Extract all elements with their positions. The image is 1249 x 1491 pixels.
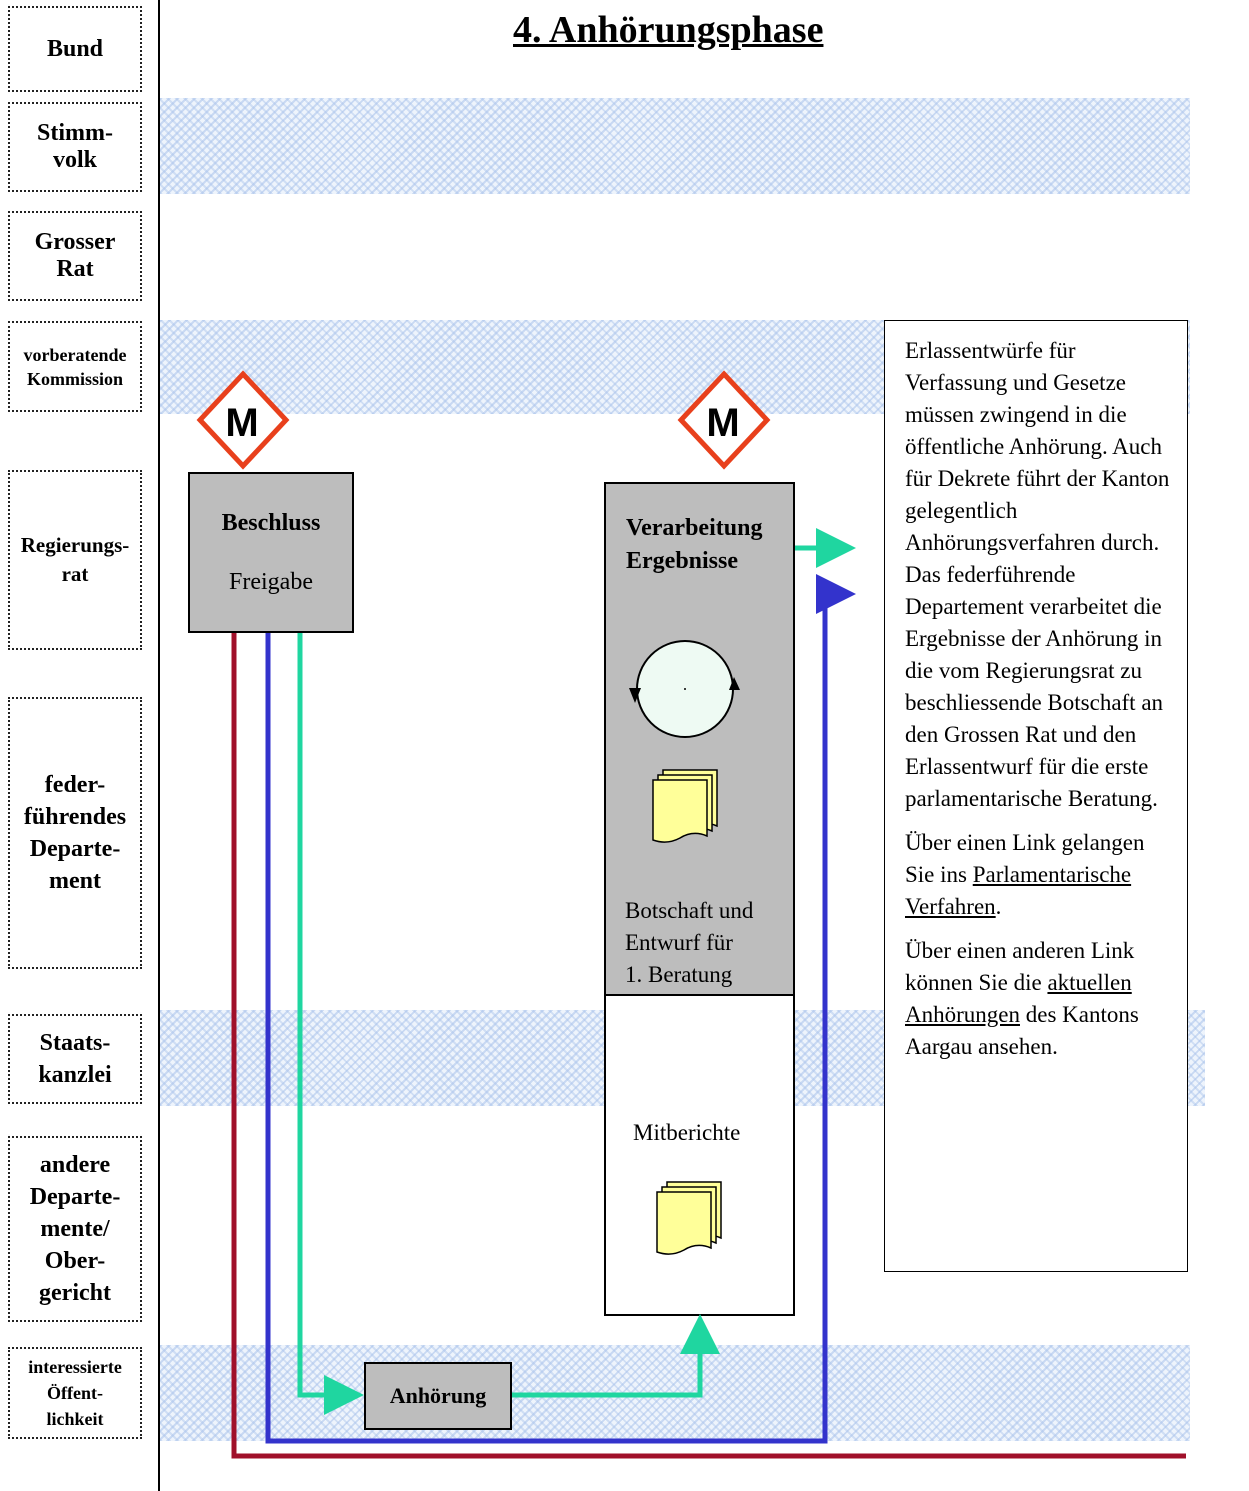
cycle-icon <box>629 640 740 738</box>
verarbeitung-doc-line3: 1. Beratung <box>625 962 733 987</box>
lane-label: Departe- <box>29 1184 121 1210</box>
lane-label: Kommission <box>26 368 123 389</box>
info-paragraph-2: Über einen Link gelangen Sie ins Parlame… <box>905 827 1171 923</box>
lane-label: Staats- <box>39 1030 111 1056</box>
lane-label: rat <box>61 562 89 586</box>
lane-label: lichkeit <box>46 1409 104 1429</box>
milestone-diamond-icon[interactable]: M <box>196 370 290 470</box>
lane-stimmvolk: Stimm-volk <box>8 102 142 192</box>
lane-bund: Bund <box>8 6 142 92</box>
info-text: Über einen anderen Link können Sie die <box>905 938 1135 995</box>
verarbeitung-doc-line1: Botschaft und <box>625 898 754 923</box>
link-aktuelle-anhoerungen[interactable]: aktuellen Anhörungen <box>905 970 1132 1027</box>
lane-label: andere <box>39 1152 111 1178</box>
lane-label: führendes <box>23 804 127 830</box>
document-stack-icon <box>652 769 718 843</box>
info-paragraph-3: Über einen anderen Link können Sie die a… <box>905 935 1171 1063</box>
lane-label: vorberatende <box>23 344 127 365</box>
lane-label: Grosser <box>34 229 116 255</box>
lane-label: interessierte <box>28 1357 122 1377</box>
mitberichte-box[interactable]: Mitberichte <box>604 994 795 1316</box>
verarbeitung-box[interactable]: Verarbeitung Ergebnisse Botschaft und En… <box>604 482 795 996</box>
lane-label: ment <box>49 868 101 894</box>
beschluss-title: Beschluss <box>221 510 321 536</box>
blue-connector <box>265 574 856 1444</box>
verarbeitung-title-line1: Verarbeitung <box>626 515 763 541</box>
info-text: Über einen Link gelangen Sie ins <box>905 830 1145 887</box>
lane-staatskanzlei: Staats-kanzlei <box>8 1014 142 1104</box>
lane-label: Stimm- <box>37 120 113 146</box>
milestone-label: M <box>706 401 739 445</box>
lane-label: gericht <box>39 1280 111 1306</box>
green-connector-to-anhoerung <box>297 633 364 1415</box>
mitberichte-label: Mitberichte <box>633 1120 741 1145</box>
lane-label: Ober- <box>44 1248 106 1274</box>
lane-label: Bund <box>46 35 104 62</box>
lane-label: Öffent- <box>47 1383 103 1403</box>
document-stack-icon <box>656 1181 722 1255</box>
lane-label: kanzlei <box>38 1062 112 1088</box>
red-connector <box>231 633 1186 1459</box>
info-textbox: Erlassentwürfe für Verfassung und Gesetz… <box>884 320 1188 1272</box>
milestone-diamond-icon[interactable]: M <box>677 370 771 470</box>
beschluss-box[interactable]: Beschluss Freigabe <box>188 472 354 633</box>
page-title: 4. Anhörungsphase <box>513 9 824 51</box>
info-text: . <box>995 894 1002 919</box>
info-text: des Kantons Aargau ansehen. <box>905 1002 1139 1059</box>
verarbeitung-title-line2: Ergebnisse <box>626 548 739 574</box>
info-paragraph-1: Erlassentwürfe für Verfassung und Gesetz… <box>905 338 1170 811</box>
milestone-label: M <box>225 401 258 445</box>
lane-label: Regierungs- <box>20 533 130 557</box>
lane-label: Rat <box>56 256 94 282</box>
beschluss-subtitle: Freigabe <box>229 569 313 595</box>
lane-regierungsrat: Regierungs-rat <box>8 470 142 650</box>
link-parlamentarische-verfahren[interactable]: Parlamentarische Verfahren <box>905 862 1132 919</box>
band-stimmvolk <box>160 98 1190 194</box>
lane-label: volk <box>52 147 97 173</box>
lane-label: Departe- <box>29 836 121 862</box>
lane-label: mente/ <box>40 1216 110 1242</box>
anhoerung-box[interactable]: Anhörung <box>364 1362 512 1430</box>
green-connector-to-mitberichte <box>512 1314 720 1398</box>
anhoerung-label: Anhörung <box>389 1383 487 1408</box>
lane-separator <box>158 0 160 1491</box>
lane-label: feder- <box>44 772 106 798</box>
verarbeitung-doc-line2: Entwurf für <box>625 930 733 955</box>
